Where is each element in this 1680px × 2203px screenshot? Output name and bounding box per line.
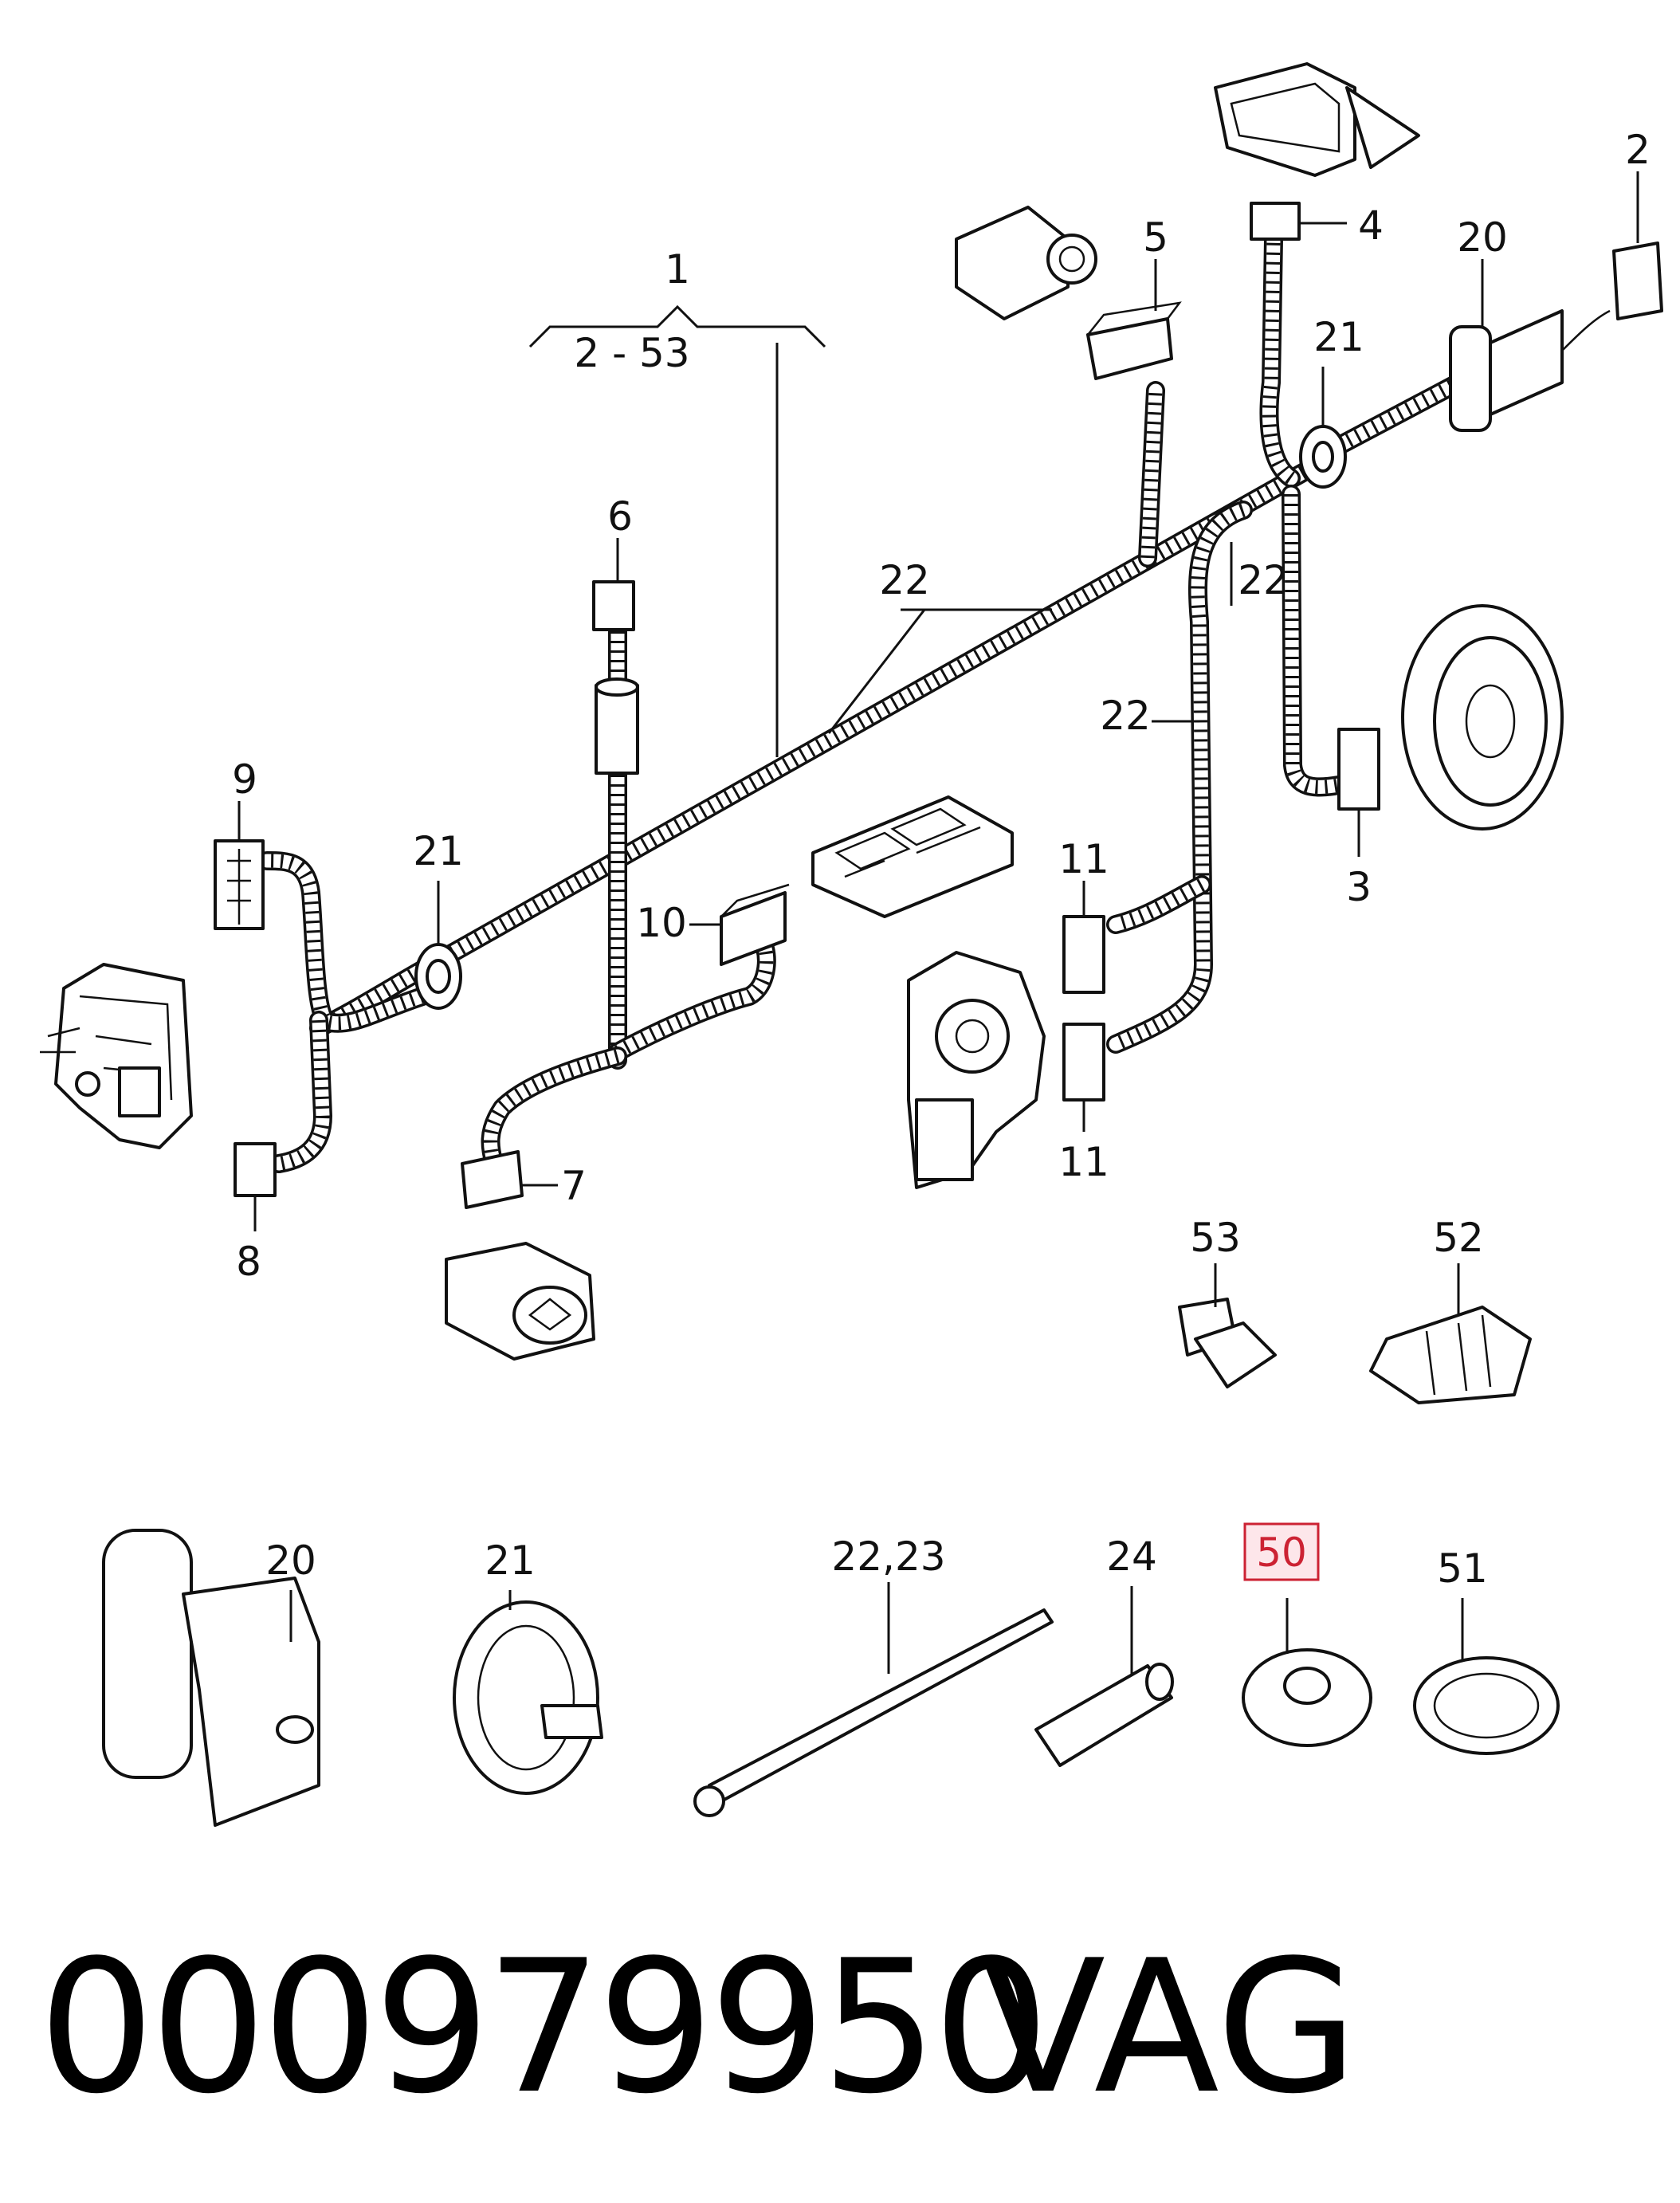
window-switch-7-part	[445, 1242, 595, 1361]
grommet-21-right	[1299, 425, 1347, 489]
cable-tie-22-23	[693, 1608, 1054, 1817]
callout-22-right: 22	[1238, 557, 1289, 603]
callout-2: 2	[1625, 127, 1651, 173]
wiring-harness-exploded-diagram: 1 2 - 53 2 3 4 5 6 7 8 9 10 11 11 20 21 …	[40, 62, 1663, 1827]
leader-lines	[237, 171, 1639, 1674]
callout-1: 1	[665, 246, 690, 293]
callout-22-upper: 22	[879, 557, 930, 603]
callout-21-left: 21	[413, 828, 464, 874]
connector-5	[1086, 301, 1182, 380]
callout-11-upper: 11	[1058, 836, 1109, 882]
clip-53	[1178, 1298, 1277, 1388]
wiring-harness	[257, 230, 1611, 1173]
mirror	[1214, 62, 1420, 177]
callout-8: 8	[236, 1239, 261, 1285]
callout-51: 51	[1437, 1545, 1488, 1592]
connector-8	[234, 1142, 277, 1197]
callout-21-bottom: 21	[485, 1537, 536, 1584]
connector-9	[214, 839, 265, 930]
callout-9: 9	[232, 756, 257, 803]
sleeve-24	[1034, 1663, 1174, 1767]
connector-4	[1250, 202, 1301, 241]
callout-10: 10	[636, 900, 687, 946]
callout-22-23: 22,23	[831, 1533, 945, 1580]
grommet-21-left	[414, 943, 462, 1010]
connector-6-and-sleeve	[592, 580, 639, 775]
highlight-box	[1243, 1522, 1320, 1581]
callout-20-top: 20	[1457, 214, 1508, 261]
part-number: 000979950	[38, 1922, 1050, 2134]
connector-11-lower	[1062, 1023, 1105, 1102]
callout-4: 4	[1358, 202, 1384, 249]
grommet-20-bottom	[102, 1529, 320, 1827]
callout-3: 3	[1346, 864, 1372, 910]
loudspeaker	[1401, 604, 1564, 831]
grommet-20-top	[1449, 309, 1564, 432]
window-motor	[907, 951, 1046, 1189]
callout-21-right: 21	[1313, 314, 1364, 360]
seal-51	[1413, 1656, 1560, 1755]
grommet-21-bottom	[453, 1600, 603, 1795]
callout-50: 50	[1256, 1530, 1307, 1576]
door-lock-actuator	[40, 963, 193, 1149]
callout-11-lower: 11	[1058, 1139, 1109, 1185]
speaker-switch-housing	[955, 206, 1097, 320]
callout-labels: 1 2 - 53 2 3 4 5 6 7 8 9 10 11 11 20 21 …	[232, 127, 1651, 1592]
callout-7: 7	[561, 1163, 587, 1209]
callout-53: 53	[1190, 1215, 1241, 1261]
callout-20-bottom: 20	[265, 1537, 316, 1584]
callout-1-range: 2 - 53	[574, 330, 689, 376]
brand-name: VAG	[980, 1922, 1359, 2134]
callout-5: 5	[1143, 214, 1168, 261]
connector-10	[720, 883, 790, 966]
callout-22-mid: 22	[1100, 693, 1151, 739]
connector-3	[1337, 728, 1380, 811]
connector-7	[461, 1150, 524, 1209]
window-switch-block	[811, 795, 1014, 918]
connector-11-upper	[1062, 915, 1105, 994]
holder-52	[1369, 1306, 1532, 1404]
grommet-50	[1242, 1648, 1372, 1747]
connector-2	[1612, 242, 1663, 320]
callout-24: 24	[1106, 1533, 1157, 1580]
callout-6: 6	[607, 493, 633, 540]
callout-52: 52	[1433, 1215, 1484, 1261]
